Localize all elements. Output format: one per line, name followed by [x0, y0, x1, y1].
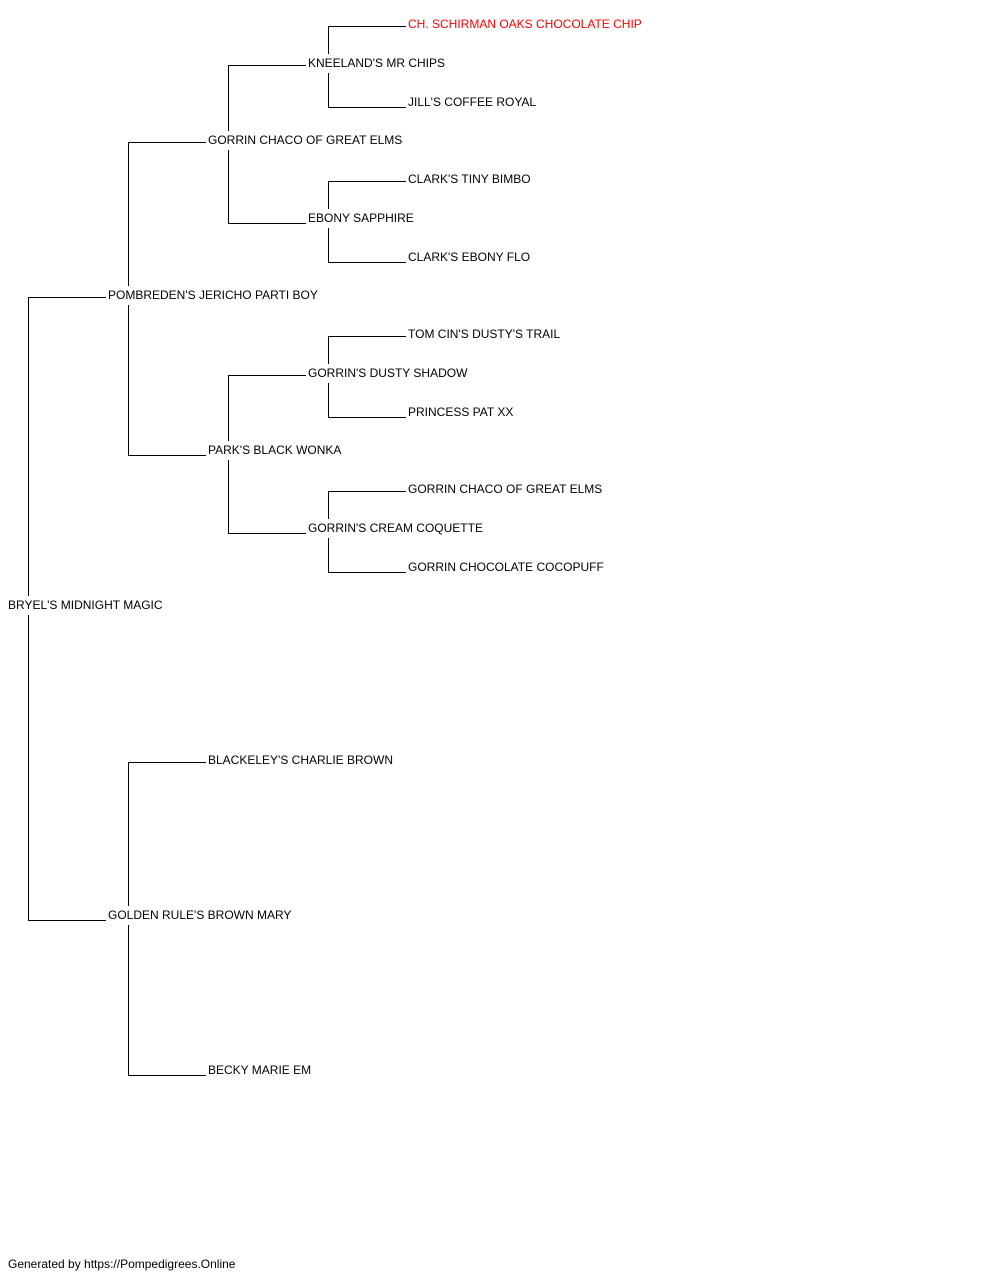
dam-name[interactable]: PARK'S BLACK WONKA [208, 443, 342, 458]
sire-name[interactable]: CH. SCHIRMAN OAKS CHOCOLATE CHIP [408, 17, 642, 31]
dam-connector-vertical [328, 227, 329, 262]
sire-connector-vertical [128, 762, 129, 907]
sire-name[interactable]: KNEELAND'S MR CHIPS [308, 55, 445, 70]
sire-connector-horizontal [328, 26, 406, 27]
sire-connector-horizontal [328, 491, 406, 492]
dam-connector-horizontal [328, 261, 406, 263]
sire-connector-vertical [328, 336, 329, 364]
sire-connector-horizontal [328, 181, 406, 182]
dam-name[interactable]: GORRIN'S CREAM COQUETTE [308, 520, 483, 535]
dam-connector-horizontal [228, 532, 306, 534]
dam-connector-horizontal [128, 1075, 206, 1077]
sire-connector-horizontal [328, 336, 406, 337]
dam-name[interactable]: GORRIN CHOCOLATE COCOPUFF [408, 559, 604, 574]
dam-connector-vertical [328, 537, 329, 572]
sire-name[interactable]: CLARK'S TINY BIMBO [408, 172, 531, 186]
sire-connector-vertical [328, 491, 329, 519]
dam-name[interactable]: PRINCESS PAT XX [408, 404, 514, 419]
sire-connector-horizontal [228, 374, 306, 376]
sire-name[interactable]: BLACKELEY'S CHARLIE BROWN [208, 753, 394, 768]
dam-connector-vertical [228, 460, 229, 533]
sire-connector-horizontal [228, 64, 306, 66]
sire-name[interactable]: TOM CIN'S DUSTY'S TRAIL [408, 327, 561, 341]
sire-connector-vertical [128, 142, 129, 287]
sire-name[interactable]: GORRIN CHACO OF GREAT ELMS [408, 482, 603, 496]
dam-name[interactable]: GOLDEN RULE'S BROWN MARY [108, 908, 292, 923]
dam-connector-vertical [128, 925, 129, 1076]
dam-connector-horizontal [128, 455, 206, 457]
sire-name[interactable]: GORRIN'S DUSTY SHADOW [308, 365, 468, 380]
dam-connector-vertical [128, 305, 129, 456]
sire-connector-vertical [328, 26, 329, 54]
dam-connector-horizontal [328, 106, 406, 108]
dam-connector-horizontal [28, 920, 106, 922]
sire-connector-vertical [328, 181, 329, 209]
sire-name[interactable]: GORRIN CHACO OF GREAT ELMS [208, 133, 403, 148]
dam-name[interactable]: CLARK'S EBONY FLO [408, 249, 531, 264]
sire-connector-horizontal [128, 142, 206, 144]
dam-connector-horizontal [328, 571, 406, 573]
dam-connector-horizontal [228, 222, 306, 224]
sire-connector-vertical [228, 64, 229, 132]
dam-name[interactable]: EBONY SAPPHIRE [308, 210, 414, 225]
sire-connector-horizontal [128, 762, 206, 764]
dam-name[interactable]: BECKY MARIE EM [208, 1063, 312, 1078]
subject-dog-name[interactable]: BRYEL'S MIDNIGHT MAGIC [8, 598, 163, 613]
generated-by-footer: Generated by https://Pompedigrees.Online [8, 1257, 236, 1271]
dam-connector-vertical [328, 382, 329, 417]
sire-connector-vertical [28, 297, 29, 597]
dam-connector-vertical [228, 150, 229, 223]
dam-connector-vertical [328, 72, 329, 107]
sire-connector-horizontal [28, 297, 106, 299]
dam-name[interactable]: JILL'S COFFEE ROYAL [408, 94, 537, 109]
dam-connector-horizontal [328, 416, 406, 418]
sire-connector-vertical [228, 374, 229, 442]
sire-name[interactable]: POMBREDEN'S JERICHO PARTI BOY [108, 288, 318, 303]
dam-connector-vertical [28, 615, 29, 921]
